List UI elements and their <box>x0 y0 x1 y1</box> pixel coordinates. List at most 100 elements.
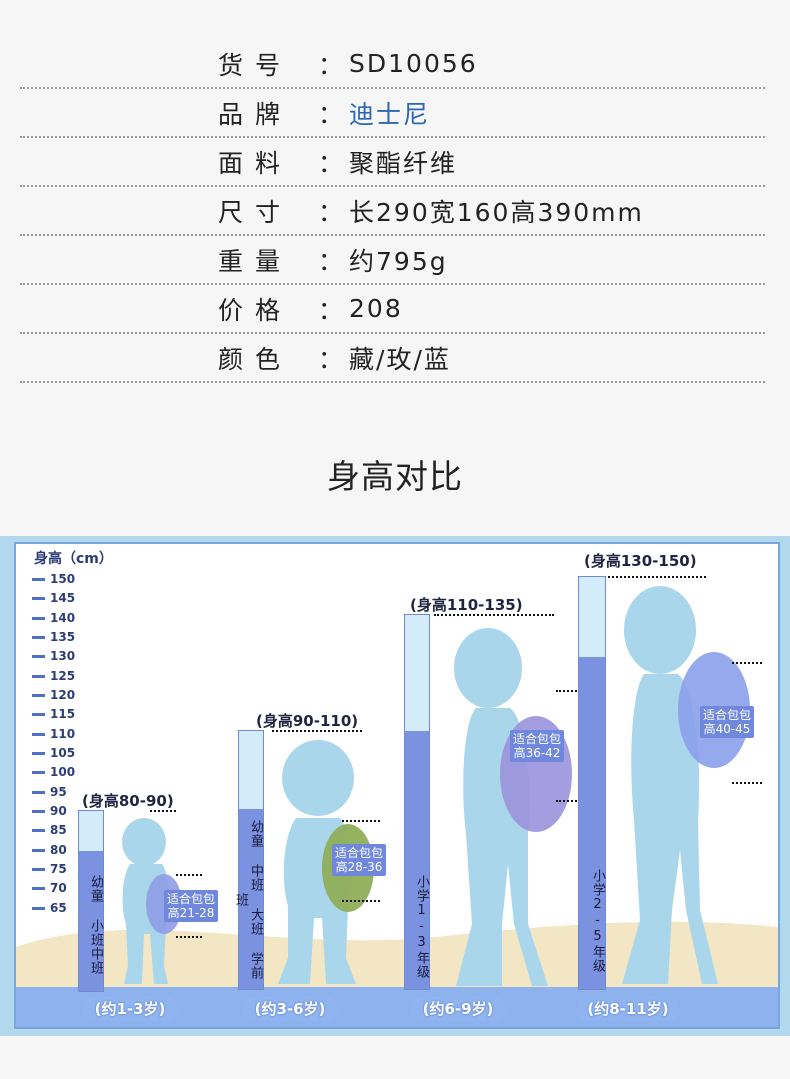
tick-label: 80 <box>50 843 67 857</box>
tick-mark <box>32 675 45 678</box>
spec-separator: ： <box>318 295 346 325</box>
tick-mark <box>32 849 45 852</box>
tick-label: 120 <box>50 688 76 702</box>
tick-mark <box>32 578 45 581</box>
child-silhouette <box>622 586 750 984</box>
tick-mark <box>32 733 45 736</box>
grade-label: 幼童 小班中班 <box>88 875 103 975</box>
tick-label: 100 <box>50 765 76 779</box>
tick-mark <box>32 887 45 890</box>
tick-mark <box>32 810 45 813</box>
bag-size-title: 适合包包 <box>703 708 752 722</box>
tick-mark <box>32 752 45 755</box>
spec-separator: ： <box>318 99 346 129</box>
tick-label: 105 <box>50 746 76 760</box>
tick-label: 130 <box>50 649 76 663</box>
tick-mark <box>32 694 45 697</box>
bag-top-line <box>176 874 202 876</box>
bag-bottom-line <box>176 936 202 938</box>
height-bar: 幼童 中班 大班 学前班 <box>233 730 264 990</box>
tick-label: 125 <box>50 669 76 683</box>
height-comparison-chart: 身高（cm） 150 145 140 135 130 125 120 115 1… <box>14 542 780 1029</box>
height-range-label: (身高80-90) <box>80 790 176 811</box>
tick-mark <box>32 713 45 716</box>
spec-separator: ： <box>318 246 346 276</box>
tick-label: 70 <box>50 881 67 895</box>
spec-separator: ： <box>318 344 346 374</box>
grade-label: 小学1-3年级 <box>414 875 429 979</box>
spec-label: 价 格 <box>218 295 282 325</box>
bag-top-line <box>342 820 380 822</box>
tick-mark <box>32 907 45 910</box>
bag-bottom-line <box>732 782 762 784</box>
spec-row-item-no: 货 号：SD10056 <box>20 40 765 89</box>
spec-value-brand: 迪士尼 <box>349 99 431 129</box>
height-bar-fill <box>405 731 429 989</box>
height-range-label: (身高130-150) <box>582 550 699 571</box>
tick-mark <box>32 597 45 600</box>
age-badge: (约8-11岁) <box>576 997 680 1021</box>
tick-mark <box>32 636 45 639</box>
spec-value: SD10056 <box>349 49 478 78</box>
height-bar-fill <box>239 809 263 989</box>
bottom-strip <box>0 1036 790 1079</box>
spec-value: 约795g <box>349 246 448 276</box>
bag-size-label: 适合包包 高40-45 <box>700 706 755 738</box>
spec-row-price: 价 格 ：208 <box>20 285 765 334</box>
height-marker-line <box>608 576 706 578</box>
height-bar-fill <box>579 657 605 989</box>
tick-label: 75 <box>50 862 67 876</box>
section-title: 身高对比 <box>327 457 463 496</box>
tick-label: 150 <box>50 572 76 586</box>
grade-label: 小学2-5年级 <box>590 869 605 973</box>
tick-mark <box>32 791 45 794</box>
spec-label: 面 料 <box>218 148 282 178</box>
child-silhouette <box>454 628 572 986</box>
spec-label: 品 牌 <box>218 99 282 129</box>
bag-size-range: 高21-28 <box>167 906 215 920</box>
spec-row-color: 颜 色 ：藏/玫/蓝 <box>20 334 765 383</box>
bag-size-label: 适合包包 高28-36 <box>332 844 387 876</box>
bag-size-title: 适合包包 <box>167 892 216 906</box>
spec-separator: ： <box>318 148 346 178</box>
tick-label: 90 <box>50 804 67 818</box>
spec-value: 208 <box>349 294 403 323</box>
tick-label: 65 <box>50 901 67 915</box>
spec-row-size: 尺 寸 ：长290宽160高390mm <box>20 187 765 236</box>
height-bar: 小学1-3年级 <box>404 614 430 990</box>
spec-label: 尺 寸 <box>218 197 282 227</box>
height-bar: 幼童 小班中班 <box>78 810 104 992</box>
bag-size-range: 高28-36 <box>335 860 383 874</box>
bag-bottom-line <box>556 800 588 802</box>
tick-label: 115 <box>50 707 76 721</box>
spec-label: 颜 色 <box>218 344 282 374</box>
bag-size-title: 适合包包 <box>513 732 562 746</box>
height-marker-line <box>434 614 554 616</box>
height-range-label: (身高110-135) <box>408 594 525 615</box>
height-marker-line <box>272 730 362 732</box>
bag-top-line <box>732 662 762 664</box>
height-range-label: (身高90-110) <box>254 710 361 731</box>
spec-row-material: 面 料：聚酯纤维 <box>20 138 765 187</box>
spec-value: 长290宽160高390mm <box>349 197 644 227</box>
tick-mark <box>32 617 45 620</box>
grade-label: 幼童 中班 大班 学前班 <box>233 820 263 980</box>
height-bar-fill <box>79 851 103 991</box>
age-badge: (约1-3岁) <box>82 997 178 1021</box>
bag-size-title: 适合包包 <box>335 846 384 860</box>
age-badge: (约3-6岁) <box>242 997 338 1021</box>
age-badge: (约6-9岁) <box>410 997 506 1021</box>
spec-separator: ： <box>318 197 346 227</box>
height-comparison-panel: 身高（cm） 150 145 140 135 130 125 120 115 1… <box>0 536 790 1036</box>
tick-mark <box>32 771 45 774</box>
bag-size-label: 适合包包 高21-28 <box>164 890 219 922</box>
bag-size-range: 高36-42 <box>513 746 561 760</box>
tick-label: 95 <box>50 785 67 799</box>
tick-mark <box>32 655 45 658</box>
spec-row-weight: 重 量：约795g <box>20 236 765 285</box>
spec-row-brand: 品 牌 ：迪士尼 <box>20 89 765 138</box>
bag-bottom-line <box>342 900 380 902</box>
tick-mark <box>32 829 45 832</box>
spec-value: 藏/玫/蓝 <box>349 344 451 374</box>
spec-list: 货 号：SD10056 品 牌：迪士尼 面 料：聚酯纤维 尺 寸：长290宽16… <box>20 40 765 383</box>
